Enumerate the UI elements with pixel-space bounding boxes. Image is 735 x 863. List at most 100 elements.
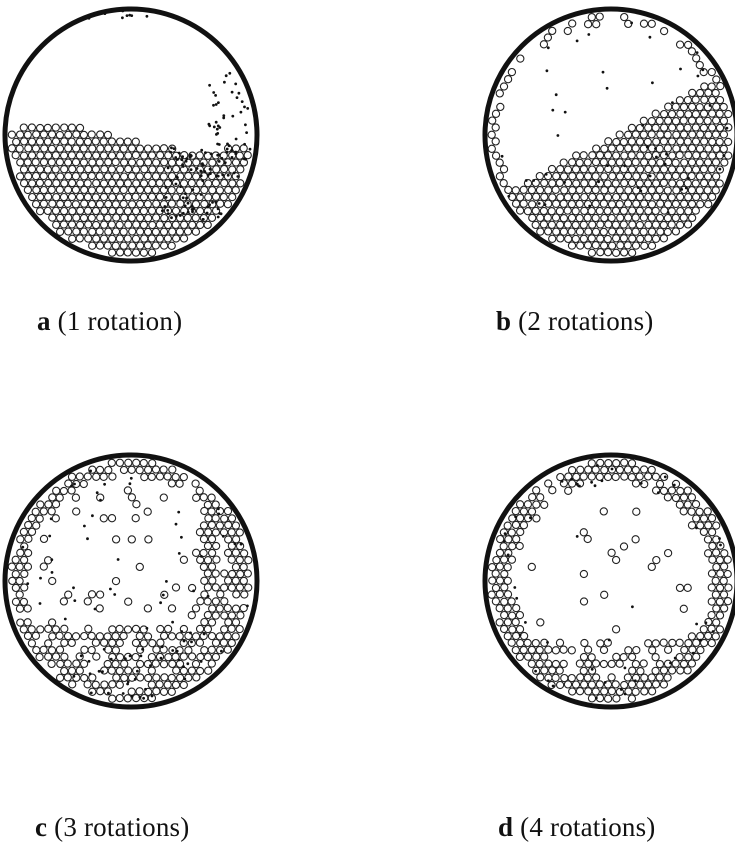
particle — [172, 221, 179, 228]
particle — [665, 646, 672, 653]
particle — [629, 653, 636, 660]
particle — [548, 165, 555, 172]
particle — [185, 674, 192, 681]
particle — [629, 235, 636, 242]
particle-dot — [564, 111, 567, 114]
particle — [232, 577, 239, 584]
particle — [616, 228, 623, 235]
particle — [641, 466, 648, 473]
particle — [208, 660, 215, 667]
particle — [88, 131, 95, 138]
particle — [57, 173, 64, 180]
particle — [40, 508, 47, 515]
particle — [196, 152, 203, 159]
particle-dot — [103, 483, 106, 486]
particle — [660, 166, 667, 173]
particle — [677, 221, 684, 228]
particle — [40, 535, 47, 542]
particle-dot — [244, 123, 247, 126]
particle — [621, 459, 628, 466]
particle — [73, 145, 80, 152]
caption-b: b (2 rotations) — [496, 306, 654, 337]
particle — [52, 138, 59, 145]
particle — [596, 13, 603, 20]
particle — [96, 228, 103, 235]
particle — [92, 194, 99, 201]
particle — [200, 536, 207, 543]
particle — [541, 667, 548, 674]
particle — [148, 249, 155, 256]
particle — [25, 145, 32, 152]
particle-dot — [673, 484, 676, 487]
particle — [572, 208, 579, 215]
particle — [580, 653, 587, 660]
particle — [52, 515, 59, 522]
particle-dot — [246, 107, 249, 110]
particle — [617, 242, 624, 249]
particle — [152, 186, 159, 193]
particle — [680, 173, 687, 180]
particle — [492, 110, 499, 117]
particle-dot — [217, 101, 220, 104]
particle — [176, 633, 183, 640]
particle — [172, 207, 179, 214]
particle — [109, 473, 116, 480]
particle — [65, 173, 72, 180]
particle-dot — [96, 491, 99, 494]
particle — [500, 529, 507, 536]
particle — [588, 235, 595, 242]
particle — [69, 166, 76, 173]
particle — [21, 584, 28, 591]
particle — [241, 550, 248, 557]
particle-dot — [679, 68, 682, 71]
particle — [136, 145, 143, 152]
particle — [496, 619, 503, 626]
particle-dot — [226, 151, 229, 154]
particle — [717, 570, 724, 577]
particle-dot — [524, 621, 527, 624]
particle — [572, 221, 579, 228]
particle — [204, 221, 211, 228]
particle — [560, 660, 567, 667]
particle — [516, 542, 523, 549]
particle-dot — [215, 103, 218, 106]
particle-dot — [611, 468, 614, 471]
particle — [536, 646, 543, 653]
particle — [84, 681, 91, 688]
particle — [613, 152, 620, 159]
particle — [16, 577, 23, 584]
particle — [501, 612, 508, 619]
particle — [684, 138, 691, 145]
particle — [629, 249, 636, 256]
particle — [601, 214, 608, 221]
particle-dot — [699, 639, 702, 642]
particle — [524, 501, 531, 508]
particle — [677, 208, 684, 215]
particle — [548, 221, 555, 228]
particle — [597, 221, 604, 228]
particle — [504, 605, 511, 612]
particle — [692, 180, 699, 187]
particle-dot — [544, 203, 547, 206]
particle — [669, 124, 676, 131]
particle — [496, 173, 503, 180]
particle — [212, 612, 219, 619]
particle-dot — [667, 211, 670, 214]
particle — [68, 193, 75, 200]
particle — [160, 145, 167, 152]
particle — [161, 159, 168, 166]
particle-dot — [187, 202, 190, 205]
particle — [569, 159, 576, 166]
particle — [576, 173, 583, 180]
particle-dot — [218, 154, 221, 157]
particle — [508, 556, 515, 563]
particle — [113, 173, 120, 180]
particle-dot — [624, 667, 627, 670]
particle — [624, 172, 631, 179]
particle — [152, 466, 159, 473]
particle — [152, 173, 159, 180]
particle — [652, 207, 659, 214]
particle-dot — [126, 683, 129, 686]
particle — [173, 166, 180, 173]
particle — [208, 619, 215, 626]
